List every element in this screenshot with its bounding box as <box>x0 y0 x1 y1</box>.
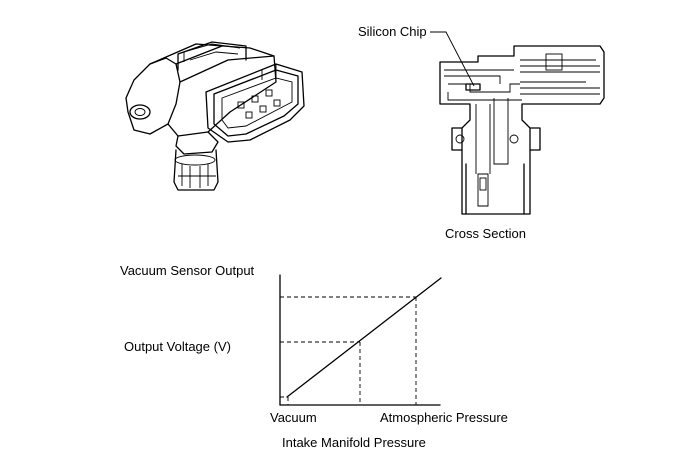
atmospheric-pressure-label: Atmospheric Pressure <box>380 410 508 425</box>
silicon-chip-label: Silicon Chip <box>358 24 427 39</box>
silicon-chip-leader-line <box>430 31 475 87</box>
output-characteristic-line <box>286 277 442 398</box>
output-graph <box>279 274 442 406</box>
intake-manifold-pressure-label: Intake Manifold Pressure <box>282 435 426 450</box>
vacuum-sensor-output-label: Vacuum Sensor Output <box>120 263 255 278</box>
vacuum-label: Vacuum <box>270 410 317 425</box>
output-voltage-label: Output Voltage (V) <box>124 339 231 354</box>
cross-section-drawing <box>439 45 605 215</box>
cross-section-label: Cross Section <box>445 226 526 241</box>
sensor-illustration <box>125 41 305 191</box>
